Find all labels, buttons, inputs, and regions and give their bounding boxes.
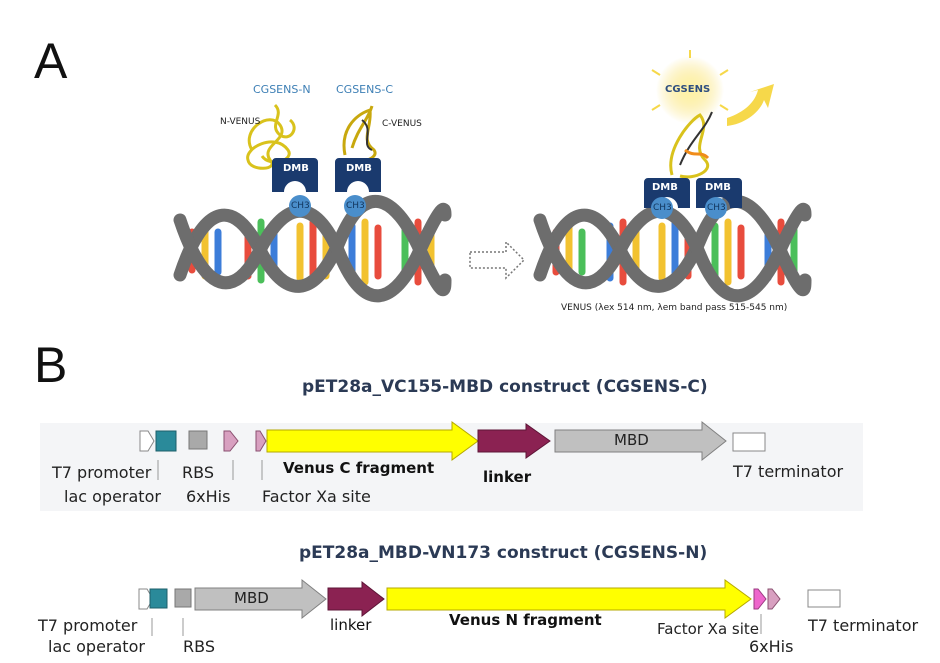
c2-label-6xhis: 6xHis [749,637,794,656]
c1-label-rbs: RBS [182,463,214,482]
dmb-box-left-2 [335,158,381,192]
c2-6xhis-arrow [767,588,781,610]
c2-label-t7-terminator: T7 terminator [808,616,919,635]
label-ch3-right-2: CH3 [707,203,726,213]
glow-burst [656,56,724,124]
panel-b-letter: B [34,337,68,393]
dna-helix-right [533,194,812,303]
label-cgsens-c: CGSENS-C [336,83,393,96]
c2-rbs-box [174,588,192,608]
ch3-ball-left-1 [289,195,311,217]
c2-label-factor-xa: Factor Xa site [657,620,760,638]
c1-factor-xa-arrow [255,430,267,452]
c1-6xhis-arrow [223,430,239,452]
c2-linker-arrow [327,580,385,618]
c2-venus-n-arrow [386,579,752,619]
c2-mbd-arrow [194,578,327,620]
c1-label-6xhis: 6xHis [186,487,231,506]
label-ch3-left-1: CH3 [291,201,310,211]
ch3-ball-right-1 [651,197,673,219]
c1-label-factor-xa: Factor Xa site [262,487,371,506]
c2-label-lac-operator: lac operator [48,637,145,656]
c2-t7-terminator-box [807,589,841,608]
emission-arrow [727,84,774,126]
c1-venus-c-arrow [266,421,479,461]
c2-label-mbd: MBD [234,589,269,607]
ch3-ball-right-2 [705,197,727,219]
transition-arrow [469,240,526,280]
panel-a-letter: A [34,33,68,89]
c2-label-rbs: RBS [183,637,215,656]
c1-t7-terminator-box [732,432,766,452]
construct1-title: pET28a_VC155-MBD construct (CGSENS-C) [302,377,708,397]
c1-label-mbd: MBD [614,431,649,449]
c2-factor-xa-arrow [753,588,767,610]
label-ch3-right-1: CH3 [653,203,672,213]
label-c-venus: C-VENUS [382,119,422,129]
n-venus-protein [246,103,296,170]
label-n-venus: N-VENUS [220,117,261,127]
dna-helix-left [173,194,452,303]
c1-label-lac-operator: lac operator [64,487,161,506]
venus-caption: VENUS (λex 514 nm, λem band pass 515-545… [561,303,788,313]
c1-mbd-arrow [554,420,727,462]
c1-label-t7-promoter: T7 promoter [52,463,152,482]
c1-t7-promoter-arrow [139,430,155,452]
label-cgsens-n: CGSENS-N [253,83,311,96]
c2-label-linker: linker [330,616,372,634]
c1-rbs-box [188,430,208,450]
c1-label-venus-c: Venus C fragment [283,459,435,477]
glow-rays [651,50,729,111]
c2-label-venus-n: Venus N fragment [449,611,602,629]
dmb-box-left-1 [272,158,318,192]
construct2-title: pET28a_MBD-VN173 construct (CGSENS-N) [299,543,708,563]
cgsens-protein [669,111,713,179]
c1-lac-operator-box [155,430,177,452]
c1-label-t7-terminator: T7 terminator [733,462,844,481]
ch3-ball-left-2 [344,195,366,217]
c2-lac-operator-box [149,588,168,609]
label-dmb-left-2: DMB [346,163,372,174]
label-cgsens: CGSENS [665,84,711,95]
c2-label-t7-promoter: T7 promoter [38,616,138,635]
label-dmb-left-1: DMB [283,163,309,174]
dmb-box-right-2 [696,178,742,208]
label-dmb-right-2: DMB [705,182,731,193]
label-ch3-left-2: CH3 [346,201,365,211]
label-dmb-right-1: DMB [652,182,678,193]
c1-linker-arrow [477,423,551,459]
c1-label-linker: linker [483,468,532,486]
